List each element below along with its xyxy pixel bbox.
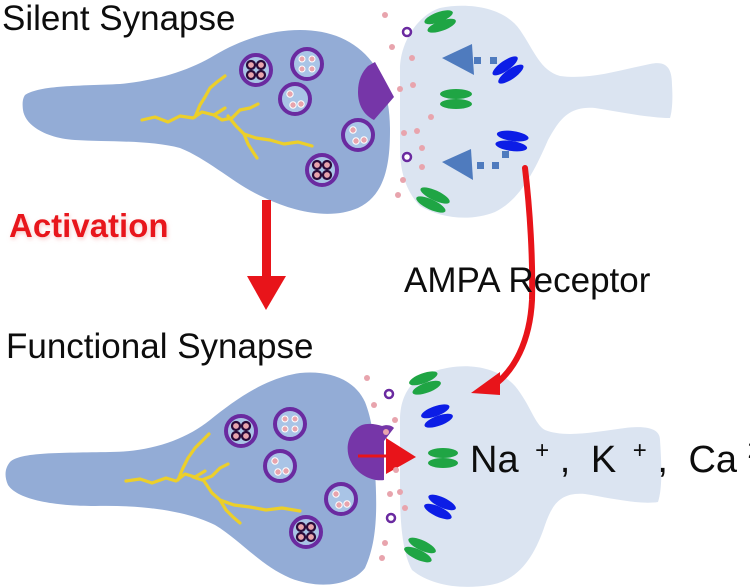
- vesicle-partial: [278, 82, 312, 116]
- ampa-arrowhead-icon: [471, 372, 500, 395]
- receptor-green: [416, 187, 450, 213]
- neurotransmitters-top: [382, 12, 434, 198]
- ion-label: Na + , K + , Ca 2+: [470, 425, 750, 481]
- presynaptic-terminal-bottom: [5, 372, 377, 585]
- silent-synapse: [22, 5, 673, 218]
- receptor-green: [428, 448, 458, 468]
- ampa-trafficking-arrow: [471, 165, 536, 395]
- ion-separator: ,: [657, 439, 668, 481]
- functional-synapse-title: Functional Synapse: [6, 327, 313, 366]
- receptor-green: [424, 10, 456, 33]
- svg-text:Na + , K: Na + , K + , Ca 2+: [470, 425, 750, 481]
- postsynaptic-spine-top: [400, 5, 673, 218]
- ampa-receptors-bottom: [404, 371, 458, 563]
- receptor-blue: [492, 56, 524, 84]
- vesicle-light: [290, 47, 324, 81]
- vesicle-partial: [341, 118, 375, 152]
- activation-arrowhead-icon: [247, 276, 286, 310]
- postsynaptic-spine-bottom: [400, 366, 662, 587]
- ion-potassium-charge: +: [633, 437, 647, 464]
- vesicle-partial: [324, 482, 358, 516]
- ampa-receptor-label: AMPA Receptor: [404, 261, 651, 300]
- vesicle-dark: [289, 515, 323, 549]
- activation-arrow: [247, 200, 286, 310]
- vesicle-dark: [305, 153, 339, 187]
- activation-label: Activation: [9, 207, 169, 244]
- receptor-blue: [424, 494, 456, 520]
- receptor-blue: [421, 404, 453, 428]
- trafficking-arrows-top: [442, 44, 509, 180]
- vesicles-top: [239, 47, 375, 187]
- dendrite-branches-top: [140, 74, 314, 160]
- trafficking-arrow-icon: [442, 149, 473, 180]
- signal-arrowhead-icon: [386, 438, 416, 474]
- vesicle-partial: [263, 449, 297, 483]
- presynaptic-receptor-top: [358, 62, 394, 120]
- ion-sodium: Na: [470, 439, 519, 481]
- vesicle-dark: [239, 53, 273, 87]
- receptor-green: [440, 89, 472, 109]
- ion-calcium-charge: 2+: [748, 437, 750, 464]
- ion-sodium-charge: +: [535, 437, 549, 464]
- vesicle-dark: [224, 414, 258, 448]
- trafficking-arrow-icon: [442, 44, 474, 75]
- ion-potassium: K: [591, 439, 616, 481]
- vesicle-light: [273, 407, 307, 441]
- open-vesicles-top: [401, 26, 413, 163]
- dendrite-branches-bottom: [124, 432, 302, 525]
- receptor-blue: [495, 130, 529, 152]
- ion-calcium: Ca: [688, 439, 737, 481]
- ampa-receptors-top: [416, 10, 529, 213]
- neurotransmitters-bottom: [364, 375, 408, 561]
- vesicles-bottom: [224, 407, 358, 549]
- open-vesicles-bottom: [383, 388, 397, 524]
- receptor-green: [409, 371, 441, 395]
- presynaptic-terminal-top: [22, 30, 390, 214]
- silent-synapse-title: Silent Synapse: [2, 0, 235, 38]
- ion-separator: ,: [560, 439, 571, 481]
- signal-arrow: [358, 438, 416, 474]
- presynaptic-receptor-bottom: [347, 423, 394, 481]
- functional-synapse: [5, 366, 662, 587]
- receptor-green: [404, 537, 436, 563]
